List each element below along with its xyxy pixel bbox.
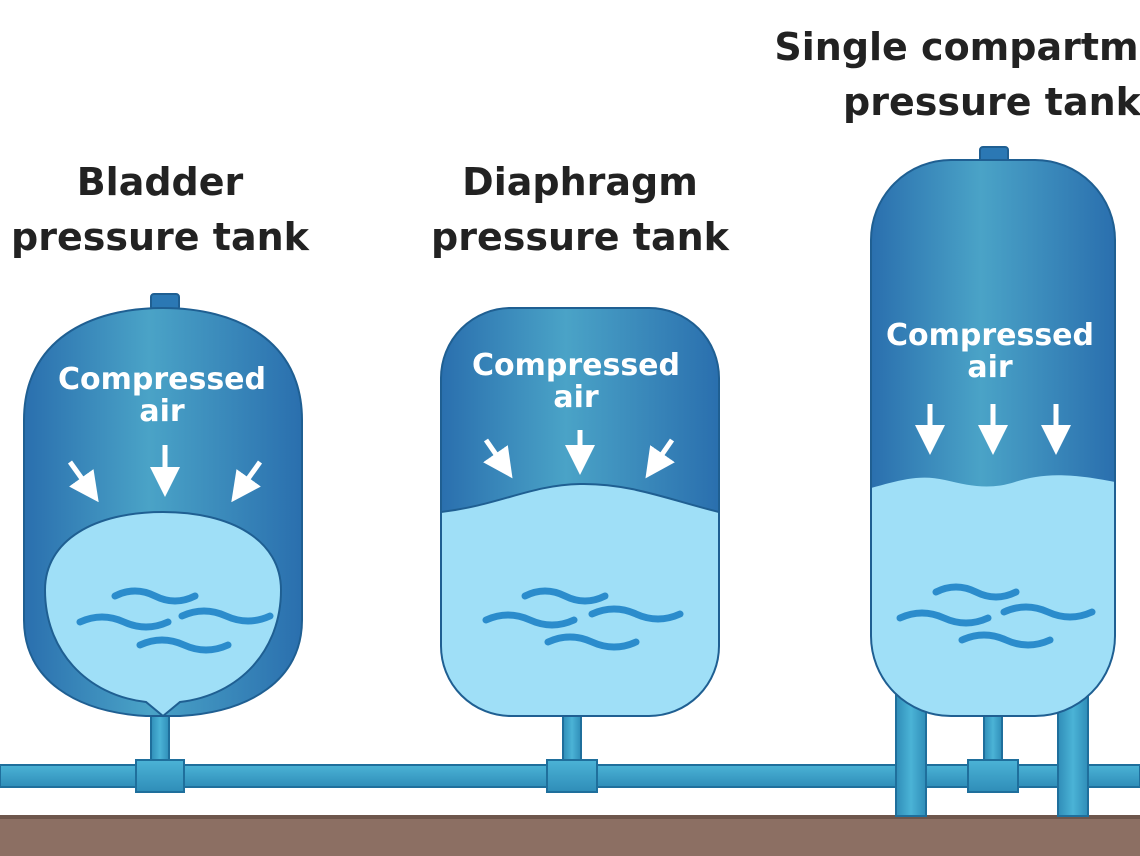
- bladder-title-line1: Bladder: [77, 160, 244, 204]
- diaphragm-tank-shell: [440, 307, 720, 717]
- ground-edge: [0, 815, 1140, 819]
- single-waves: [896, 583, 1096, 649]
- single-air-label-line2: air: [967, 350, 1013, 385]
- single-arrows: [915, 404, 1071, 455]
- diaphragm-air-label-line2: air: [553, 380, 599, 415]
- diaphragm-arrows: [483, 430, 675, 479]
- single-title-line2: pressure tank: [843, 80, 1140, 124]
- arrow-down-right-icon: [67, 460, 99, 503]
- bladder-title-line2: pressure tank: [11, 215, 310, 259]
- bladder-tank: Bladder pressure tank Compressed air: [11, 160, 310, 793]
- diaphragm-tank: Diaphragm pressure tank Compressed air: [431, 160, 730, 793]
- diaphragm-title-line1: Diaphragm: [462, 160, 698, 204]
- diaphragm-title-line2: pressure tank: [431, 215, 730, 259]
- bladder-arrows: [67, 445, 263, 503]
- ground: [0, 815, 1140, 856]
- bladder-air-label-line1: Compressed: [58, 362, 266, 397]
- diaphragm-air-label-line1: Compressed: [472, 348, 680, 383]
- diaphragm-waves: [482, 587, 684, 651]
- single-title-line1: Single compartment: [774, 25, 1140, 69]
- bladder-waves: [76, 587, 274, 654]
- arrow-down-left-icon: [645, 438, 675, 479]
- bladder-air-label-line2: air: [139, 394, 185, 429]
- single-tank-shell: [870, 159, 1116, 717]
- bladder-tee: [135, 759, 185, 793]
- bladder-water: [43, 510, 283, 718]
- arrow-down-right-icon: [483, 438, 513, 479]
- single-compartment-tank: Single compartment pressure tank Compres…: [774, 25, 1140, 817]
- diaphragm-tee: [546, 759, 598, 793]
- single-air-label-line1: Compressed: [886, 318, 1094, 353]
- arrow-down-left-icon: [231, 460, 263, 503]
- single-tee: [967, 759, 1019, 793]
